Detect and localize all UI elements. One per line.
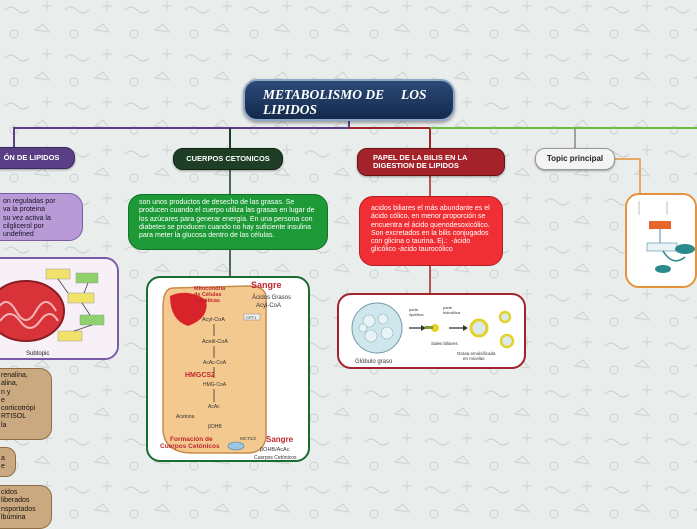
topic-cuerpos-cetonicos[interactable]: CUERPOS CETONICOS (173, 148, 283, 170)
mitochondria-illustration (0, 259, 117, 358)
hmgcs-label: HMGCS2 (185, 372, 215, 379)
note-regulacion[interactable]: on reguladas por va la proteina su vez a… (0, 193, 83, 241)
bohb-label: βOHB (208, 424, 222, 430)
note-acidos-grasos[interactable]: cidos liberados nsportados lbúmina (0, 485, 52, 529)
mito-caption: Subtopic (26, 351, 50, 357)
cuerpos-cetonicos-label: Cuerpos Cetónicos (254, 455, 297, 461)
sangre-bottom-label: Sangre (266, 435, 294, 444)
note-acidos-biliares[interactable]: acidos biliares el más abundante es el á… (359, 196, 503, 266)
image-topic-principal[interactable] (625, 193, 697, 288)
note-short[interactable]: a e (0, 447, 16, 477)
hmg-coa-label: HMG-CoA (203, 382, 227, 388)
acidos-grasos-label: Ácidos Grasos (252, 294, 291, 301)
root-topic-title[interactable]: METABOLISMO DE LOS LIPIDOS (243, 79, 455, 121)
acac-coa-label: AcAc-CoA (203, 360, 227, 366)
acetona-label: Acetona (176, 414, 195, 420)
topic-papel-bilis[interactable]: PAPEL DE LA BILIS EN LA DIGESTION DE LIP… (357, 148, 505, 176)
acyl-coa-label: Acyl-CoA (202, 317, 225, 323)
metabolic-pathway-diagram (627, 195, 695, 286)
note-cuerpos-cetonicos[interactable]: son unos productos de desecho de las gra… (128, 194, 328, 250)
acetil-coa-label: Acetil-CoA (202, 339, 228, 345)
acyl-coa-blood-label: Acyl-CoA (256, 303, 281, 309)
topic-principal[interactable]: Topic principal (535, 148, 615, 170)
sangre-top-label: Sangre (251, 280, 282, 290)
note-hormonas[interactable]: renalina, alina, n y e corticotrópi RTIS… (0, 368, 52, 440)
bohb-acac-label: βOHB/AcAc (260, 447, 290, 453)
cpt-label: CPT1 (246, 315, 257, 320)
sales-biliares-label: Sales biliares (431, 341, 459, 346)
globulo-label: Glóbulo graso (355, 359, 393, 365)
acac-label: AcAc (208, 404, 220, 410)
image-mitocondria[interactable] (0, 257, 119, 360)
mct-label: MCT1/2 (240, 436, 257, 441)
topic-regulacion-lipidos[interactable]: ÓN DE LIPIDOS (0, 147, 75, 169)
